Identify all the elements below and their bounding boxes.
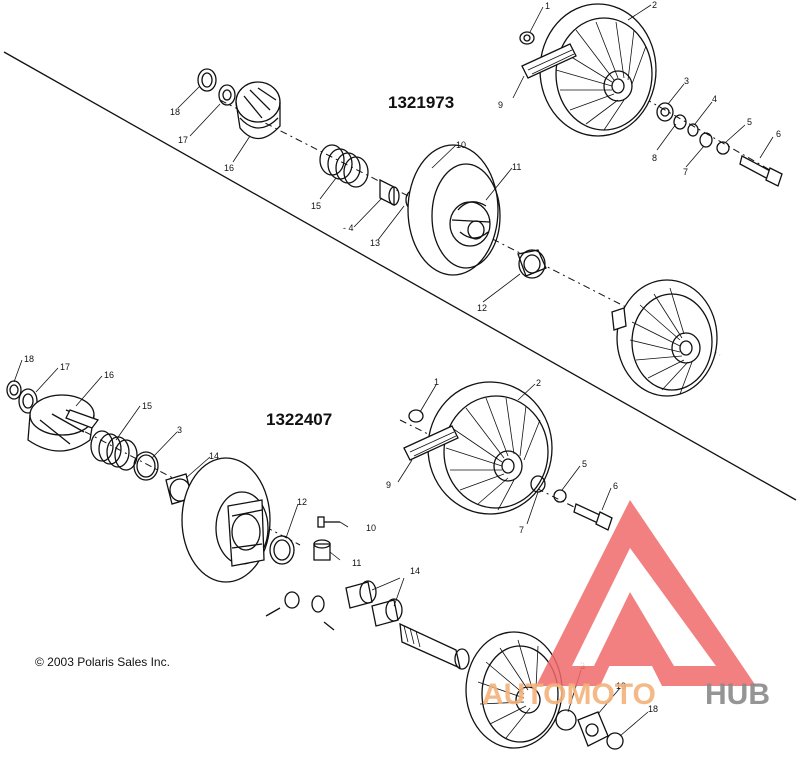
part-18-snap-ring xyxy=(197,68,217,92)
callout-6: 6 xyxy=(776,129,781,139)
part-9-belt xyxy=(521,43,577,79)
part-16-cam xyxy=(235,81,281,140)
callout-b-5: 5 xyxy=(582,459,587,469)
part-small-hardware-bottom xyxy=(265,591,335,631)
callout-2: 2 xyxy=(652,0,657,10)
part-8-washer xyxy=(673,114,687,130)
callout-10: 10 xyxy=(456,140,466,150)
callout-b-19: 19 xyxy=(616,681,626,691)
part-11-roller-bottom xyxy=(313,539,331,561)
part-18-snap-ring-bottom-2 xyxy=(606,732,624,750)
callout-7: 7 xyxy=(683,167,688,177)
part-3-washer-bottom xyxy=(133,451,159,481)
part-17-washer xyxy=(218,84,236,106)
part-12-bushing xyxy=(517,249,547,279)
watermark-text-left: AUTOMOTO xyxy=(482,678,656,711)
part-2-sheave-bottom xyxy=(427,381,553,515)
part-7-washer xyxy=(699,132,713,148)
callout-b-11: 11 xyxy=(352,558,361,568)
part-14-bushings-pair xyxy=(345,580,403,627)
watermark-triangle-core xyxy=(604,612,656,666)
callout-17: 17 xyxy=(178,135,188,145)
callout-b-3: 3 xyxy=(177,425,182,435)
part-6-bolt xyxy=(739,155,783,187)
assembly-label-bottom: 1322407 xyxy=(266,410,332,429)
callout-11: 11 xyxy=(512,162,521,172)
part-10-screw-bottom xyxy=(317,516,340,528)
watermark-logo xyxy=(536,500,756,686)
callout-b-7: 7 xyxy=(519,525,524,535)
part-11-movable-sheave xyxy=(407,144,501,276)
part-17-washer-bottom xyxy=(18,388,38,414)
callout-12: 12 xyxy=(477,303,487,313)
part-1-washer xyxy=(519,31,535,45)
callout-16: 16 xyxy=(224,163,234,173)
callout-b-14-pair: 14 xyxy=(410,566,420,576)
assembly-label-top: 1321973 xyxy=(388,93,454,112)
part-5-nut-bottom xyxy=(553,489,567,503)
part-3-washer xyxy=(656,102,674,122)
part-2-sheave xyxy=(539,3,657,137)
callout-b-14: 14 xyxy=(209,451,219,461)
callout-b-18-lower: 18 xyxy=(648,704,658,714)
callout-b-17: 17 xyxy=(60,362,70,372)
callout-b-1: 1 xyxy=(434,377,439,387)
callout-b-9: 9 xyxy=(386,480,391,490)
part-12-bushing-bottom xyxy=(269,535,295,565)
part-shaft-bottom xyxy=(399,622,470,670)
part-19-plate xyxy=(577,711,609,747)
callout-8: 8 xyxy=(652,153,657,163)
copyright-notice: © 2003 Polaris Sales Inc. xyxy=(35,655,170,669)
watermark-text-right: HUB xyxy=(705,678,770,711)
callout-b-6: 6 xyxy=(613,481,618,491)
part-14-bushing xyxy=(379,178,400,207)
part-movable-sheave-bottom xyxy=(181,457,271,583)
callout-3: 3 xyxy=(684,76,689,86)
callout-5: 5 xyxy=(747,117,752,127)
top-assembly: 1 2 3 4 5 6 7 8 9 10 11 12 13 - 4 15 16 … xyxy=(170,0,783,397)
callout-b-10: 10 xyxy=(366,523,376,533)
callout-b-16: 16 xyxy=(104,370,114,380)
callout-4: 4 xyxy=(712,94,717,104)
part-16-cam-bottom xyxy=(27,394,100,452)
part-fixed-sheave-top xyxy=(611,279,718,397)
callout-1: 1 xyxy=(545,1,550,11)
bottom-assembly: 18 17 16 15 3 14 12 10 11 14 2 1 9 7 5 6… xyxy=(6,354,658,750)
callout-13: 13 xyxy=(370,238,380,248)
callout-4-bushing: - 4 xyxy=(343,223,354,233)
callout-b-12: 12 xyxy=(297,497,307,507)
part-1-washer-bottom xyxy=(408,409,424,423)
callout-b-2: 2 xyxy=(536,378,541,388)
part-9-belt-bottom xyxy=(403,425,459,461)
callout-b-18: 18 xyxy=(24,354,34,364)
part-4-washer xyxy=(687,123,699,137)
part-15-spring xyxy=(319,144,369,188)
divider-line xyxy=(3,51,797,501)
part-18-snap-ring-bottom xyxy=(6,380,22,400)
callout-15: 15 xyxy=(311,201,321,211)
part-5-nut xyxy=(716,141,730,155)
callout-9: 9 xyxy=(498,100,503,110)
callout-18: 18 xyxy=(170,107,180,117)
callout-b-15: 15 xyxy=(142,401,152,411)
part-3-washer-bottom-2 xyxy=(555,709,577,731)
watermark-triangle-inner xyxy=(572,548,716,666)
part-fixed-sheave-bottom xyxy=(465,631,563,749)
part-15-spring-bottom xyxy=(90,430,138,471)
part-6-bolt-bottom xyxy=(573,503,613,531)
